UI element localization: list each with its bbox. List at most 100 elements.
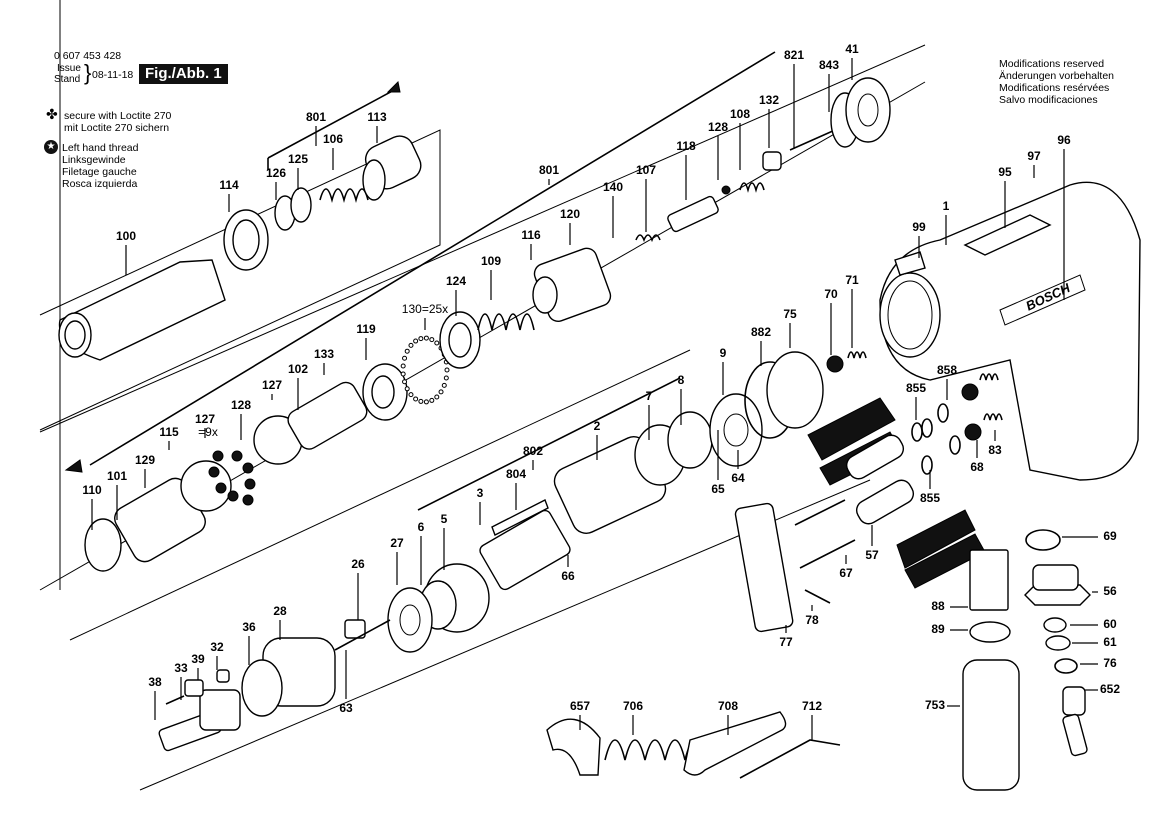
part-113-sleeve <box>362 135 422 201</box>
part-label-855b: 855 <box>919 491 941 505</box>
part-label-821: 821 <box>783 48 805 62</box>
part-67-pin <box>799 539 856 569</box>
part-120-cylinder <box>532 247 612 323</box>
part-label-69: 69 <box>1103 529 1117 543</box>
part-78-pin <box>804 589 831 604</box>
part-label-6: 6 <box>417 520 425 534</box>
part-label-855a: 855 <box>905 381 927 395</box>
part-32-needle-bearing <box>216 669 230 683</box>
part-label-115: 115 <box>159 425 179 439</box>
part-27-disc <box>387 587 433 653</box>
part-label-77: 77 <box>779 635 793 649</box>
part-101-anvil <box>84 460 232 572</box>
part-label-70: 70 <box>824 287 838 301</box>
part-753-silencer <box>962 659 1020 791</box>
ball-130 <box>404 348 410 354</box>
ball-130 <box>413 338 419 344</box>
part-label-97: 97 <box>1027 149 1041 163</box>
ball-130 <box>408 392 414 398</box>
part-label-57: 57 <box>865 548 879 562</box>
part-label-88: 88 <box>931 599 945 613</box>
part-804-vanes <box>491 499 549 536</box>
part-label-66: 66 <box>561 569 575 583</box>
upper-assembly-panel <box>39 0 441 590</box>
part-label-36: 36 <box>242 620 256 634</box>
part-label-67: 67 <box>839 566 853 580</box>
part-109-spring <box>477 313 535 331</box>
part-label-114: 114 <box>219 178 239 192</box>
bracket-801-top <box>267 80 401 170</box>
bracket-801-mid <box>64 51 776 473</box>
part-label-2: 2 <box>593 419 601 433</box>
part-label-843: 843 <box>818 58 840 72</box>
part-1-housing: BOSCH <box>879 181 1141 481</box>
part-83-spring <box>983 413 1003 421</box>
ball-130 <box>423 399 429 405</box>
ball-130 <box>429 337 435 343</box>
part-label-95: 95 <box>998 165 1012 179</box>
issue-label-en: Issue <box>57 63 81 74</box>
left-thread-line-1: Left hand thread <box>62 142 139 154</box>
part-119-ring <box>362 363 408 421</box>
part-label-116: 116 <box>521 228 541 242</box>
part-38-spindle <box>158 689 241 752</box>
part-label-128b: 128 <box>230 398 252 412</box>
ball-130 <box>400 363 406 369</box>
part-label-882: 882 <box>750 325 772 339</box>
part-label-3: 3 <box>476 486 484 500</box>
part-label-126: 126 <box>265 166 287 180</box>
part-label-65: 65 <box>711 482 725 496</box>
notice-line-1: Modifications reserved <box>999 58 1105 70</box>
part-label-129: 129 <box>134 453 156 467</box>
part-label-858: 858 <box>936 363 958 377</box>
panel-line-3 <box>69 349 691 641</box>
ball-130 <box>408 342 414 348</box>
part-label-801a: 801 <box>305 110 327 124</box>
notice-line-2: Änderungen vorbehalten <box>999 70 1115 82</box>
part-label-708: 708 <box>717 699 739 713</box>
part-68-ball <box>964 423 982 441</box>
part-label-63: 63 <box>339 701 353 715</box>
part-label-60: 60 <box>1103 617 1117 631</box>
part-3-rotor <box>479 509 571 591</box>
part-label-33: 33 <box>174 661 188 675</box>
part-label-64: 64 <box>731 471 745 485</box>
part-60-strainer <box>1043 617 1067 633</box>
part-label-802: 802 <box>522 444 544 458</box>
part-label-9: 9 <box>719 346 727 360</box>
part-label-71: 71 <box>845 273 859 287</box>
part-label-76: 76 <box>1103 656 1117 670</box>
part-label-125: 125 <box>287 152 309 166</box>
part-label-706: 706 <box>622 699 644 713</box>
part-number: 0 607 453 428 <box>54 50 122 62</box>
part-56-inlet-bushing <box>1024 564 1091 606</box>
part-label-107: 107 <box>635 163 657 177</box>
part-label-133: 133 <box>313 347 335 361</box>
part-label-140: 140 <box>602 180 624 194</box>
part-label-1: 1 <box>942 199 950 213</box>
part-label-102: 102 <box>287 362 309 376</box>
part-label-128a: 128 <box>707 120 729 134</box>
part-70-ball <box>826 355 844 373</box>
part-label-130: 130=25x <box>401 302 449 316</box>
loctite-note-line-2: mit Loctite 270 sichern <box>64 122 170 134</box>
part-75-882-valve-body <box>744 351 824 439</box>
ball-130 <box>429 397 435 403</box>
part-label-100: 100 <box>115 229 137 243</box>
panel-line-1 <box>39 44 926 433</box>
part-label-75: 75 <box>783 307 797 321</box>
ball-130 <box>418 336 424 342</box>
loctite-note-line-1: secure with Loctite 270 <box>64 110 172 122</box>
issue-date: 08-11-18 <box>92 69 134 81</box>
part-label-89: 89 <box>931 622 945 636</box>
ball-130 <box>443 375 449 381</box>
ball-130 <box>400 371 406 377</box>
part-label-124: 124 <box>445 274 467 288</box>
part-76-oring <box>1054 658 1078 674</box>
ball-130 <box>441 382 447 388</box>
part-26-pinion <box>334 619 391 651</box>
balls-128 <box>208 450 256 506</box>
part-label-56: 56 <box>1103 584 1117 598</box>
part-label-26: 26 <box>351 557 365 571</box>
part-label-127a: 127 <box>261 378 283 392</box>
